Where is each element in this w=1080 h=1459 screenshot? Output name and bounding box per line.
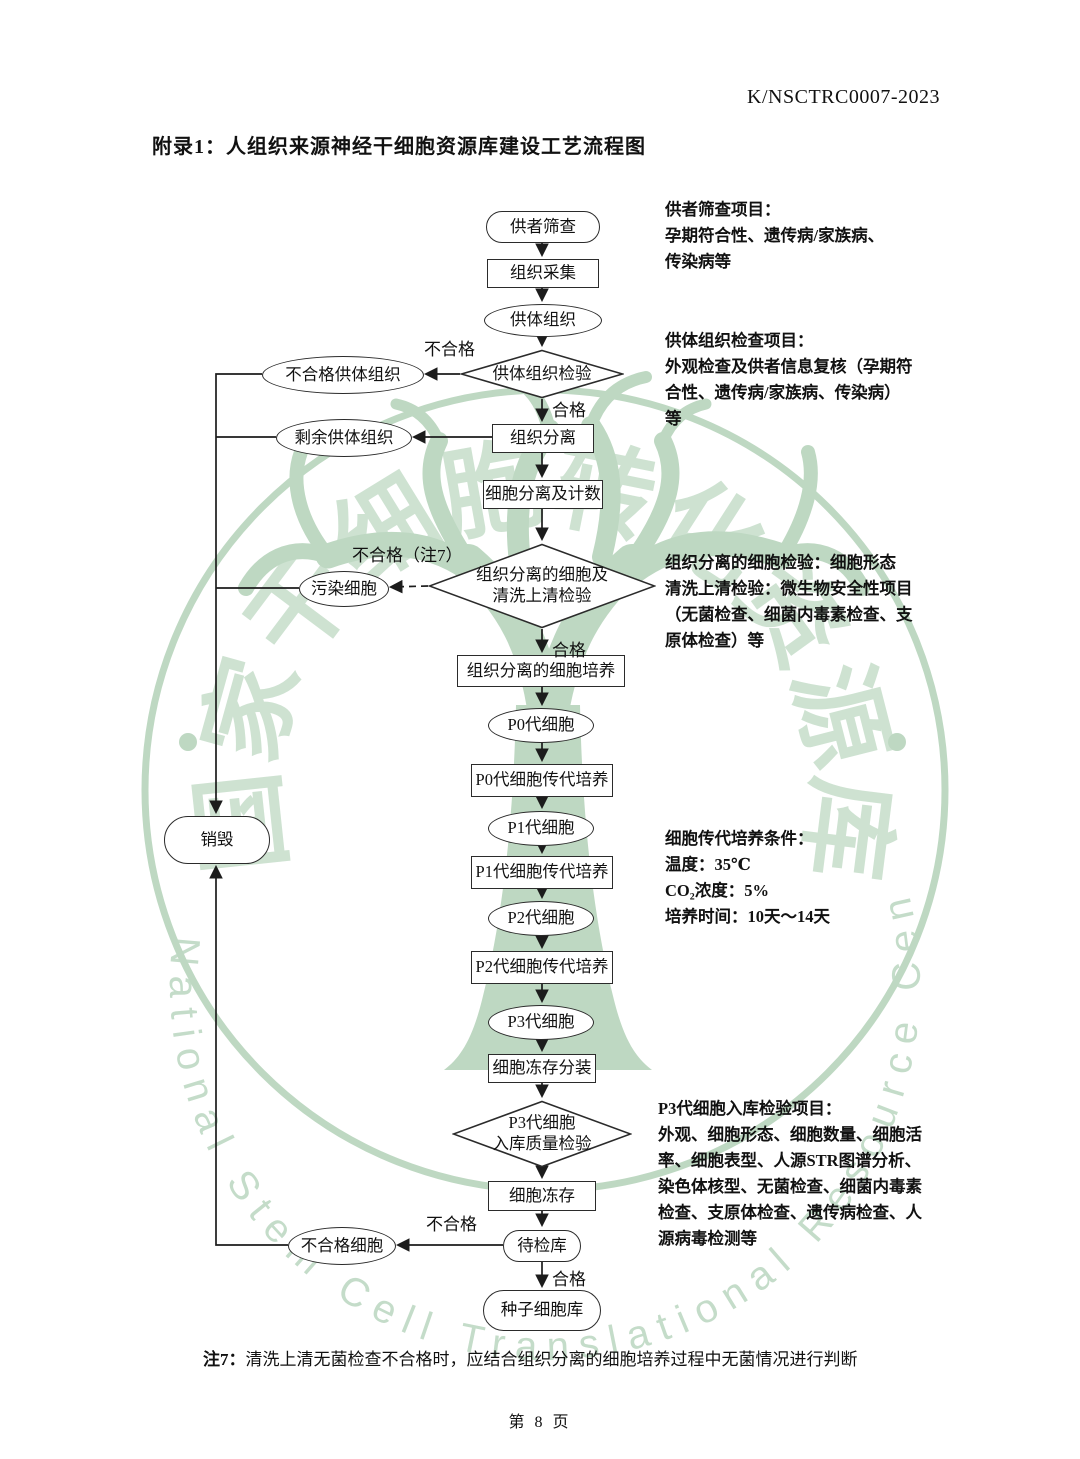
annotation-passage-conditions: 细胞传代培养条件： 温度：35℃ CO₂浓度：5% 培养时间：10天～14天 [665,829,830,926]
node-p0-cells: P0代细胞 [488,708,594,743]
annotation-separated-cell-test: 组织分离的细胞检验：细胞形态 清洗上清检验：微生物安全性项目 （无菌检查、细菌内… [665,553,913,650]
node-p1-passage-culture: P1代细胞传代培养 [471,856,613,889]
node-unqualified-cells: 不合格细胞 [288,1227,396,1265]
node-p3-cells: P3代细胞 [488,1005,594,1040]
edge-label-unqualified-note7: 不合格（注7） [352,546,463,565]
edge-label-qualified-3: 合格 [552,1270,586,1289]
annotation-donor-screening: 供者筛查项目： 孕期符合性、遗传病/家族病、 传染病等 [665,200,885,271]
node-contaminated-cells: 污染细胞 [299,571,389,607]
annotation-donor-tissue-check: 供体组织检查项目： 外观检查及供者信息复核（孕期符 合性、遗传病/家族病、传染病… [665,331,913,428]
node-cell-separation-counting: 细胞分离及计数 [483,480,603,509]
node-donor-screening: 供者筛查 [486,211,600,243]
node-separated-cell-culture: 组织分离的细胞培养 [457,655,625,687]
node-donor-tissue: 供体组织 [484,304,602,337]
node-quarantine-bank: 待检库 [503,1230,581,1262]
seal-left-dot [179,733,197,751]
node-tissue-collection: 组织采集 [487,259,599,288]
edge-label-unqualified-3: 不合格 [426,1215,477,1234]
doc-number: K/NSCTRC0007-2023 [747,86,940,108]
footnote-prefix: 注7： [203,1350,246,1369]
page-title: 附录1：人组织来源神经干细胞资源库建设工艺流程图 [152,136,646,158]
node-cryo-aliquot: 细胞冻存分装 [488,1054,596,1083]
seal-right-dot [888,733,906,751]
node-p0-passage-culture: P0代细胞传代培养 [471,764,613,797]
edge-label-unqualified-1: 不合格 [424,340,475,359]
edge-label-qualified-2: 合格 [552,641,586,660]
node-p3-banking-qc-test: P3代细胞 入库质量检验 [452,1100,632,1168]
footnote-7: 注7：清洗上清无菌检查不合格时，应结合组织分离的细胞培养过程中无菌情况进行判断 [203,1345,858,1370]
node-p2-passage-culture: P2代细胞传代培养 [471,951,613,984]
edge-label-qualified-1: 合格 [552,401,586,420]
node-cell-cryopreservation: 细胞冻存 [488,1181,596,1211]
node-remaining-donor-tissue: 剩余供体组织 [276,419,412,457]
node-tissue-separation: 组织分离 [492,424,594,453]
node-p2-cells: P2代细胞 [488,901,594,936]
node-seed-cell-bank: 种子细胞库 [483,1290,601,1331]
node-unqualified-donor-tissue: 不合格供体组织 [262,356,424,394]
node-donor-tissue-test: 供体组织检验 [460,349,624,399]
footnote-body: 清洗上清无菌检查不合格时，应结合组织分离的细胞培养过程中无菌情况进行判断 [245,1350,858,1369]
node-p1-cells: P1代细胞 [488,811,594,846]
annotation-p3-banking-items: P3代细胞入库检验项目： 外观、细胞形态、细胞数量、细胞活 率、细胞表型、人源S… [658,1099,922,1248]
node-destroy: 销毁 [164,816,270,864]
page-number: 第 8 页 [508,1414,572,1431]
